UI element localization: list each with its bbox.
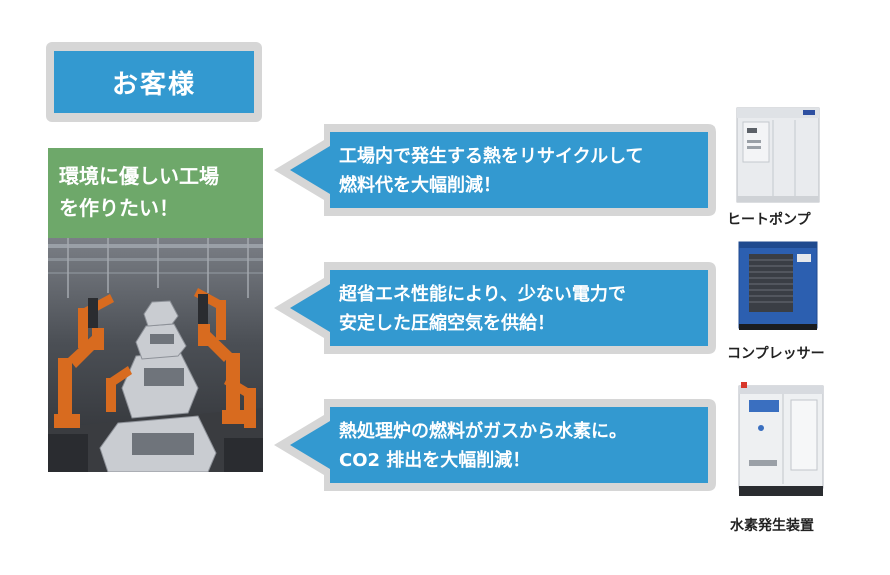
customer-title: お客様 bbox=[54, 51, 254, 113]
left-arrow-shape bbox=[274, 262, 716, 354]
customer-goal-line-2: を作りたい！ bbox=[59, 196, 179, 220]
benefit-2-line-2: 安定した圧縮空気を供給！ bbox=[339, 313, 555, 334]
hydrogen-generator-image bbox=[738, 382, 824, 496]
heat-pump-product bbox=[733, 106, 823, 204]
left-arrow-shape bbox=[274, 399, 716, 491]
benefit-energy-saving: 超省エネ性能により、少ない電力で 安定した圧縮空気を供給！ bbox=[268, 262, 716, 354]
customer-goal-line-1: 環境に優しい工場 bbox=[59, 164, 219, 188]
benefit-1-line-2: 燃料代を大幅削減！ bbox=[339, 175, 501, 196]
compressor-product bbox=[737, 240, 819, 332]
hydrogen-generator-product bbox=[735, 380, 827, 498]
benefit-3-line-2: CO2 排出を大幅削減！ bbox=[339, 450, 531, 471]
heat-pump-label: ヒートポンプ bbox=[727, 212, 811, 228]
benefit-3-line-1: 熱処理炉の燃料がガスから水素に。 bbox=[339, 421, 627, 442]
hydrogen-generator-label: 水素発生装置 bbox=[730, 518, 814, 534]
benefit-2-line-1: 超省エネ性能により、少ない電力で bbox=[339, 284, 626, 305]
factory-robot-line-image bbox=[48, 238, 263, 472]
benefit-heat-recycle: 工場内で発生する熱をリサイクルして 燃料代を大幅削減！ bbox=[268, 124, 716, 216]
left-arrow-shape bbox=[274, 124, 716, 216]
benefit-1-line-1: 工場内で発生する熱をリサイクルして bbox=[339, 146, 644, 167]
compressor-image bbox=[738, 241, 818, 330]
compressor-label: コンプレッサー bbox=[727, 346, 825, 362]
customer-goal-box: 環境に優しい工場 を作りたい！ bbox=[48, 148, 263, 238]
heat-pump-image bbox=[736, 107, 820, 203]
customer-panel: 環境に優しい工場 を作りたい！ bbox=[48, 148, 263, 472]
benefit-hydrogen-fuel: 熱処理炉の燃料がガスから水素に。 CO2 排出を大幅削減！ bbox=[268, 399, 716, 491]
customer-title-box: お客様 bbox=[46, 42, 262, 122]
